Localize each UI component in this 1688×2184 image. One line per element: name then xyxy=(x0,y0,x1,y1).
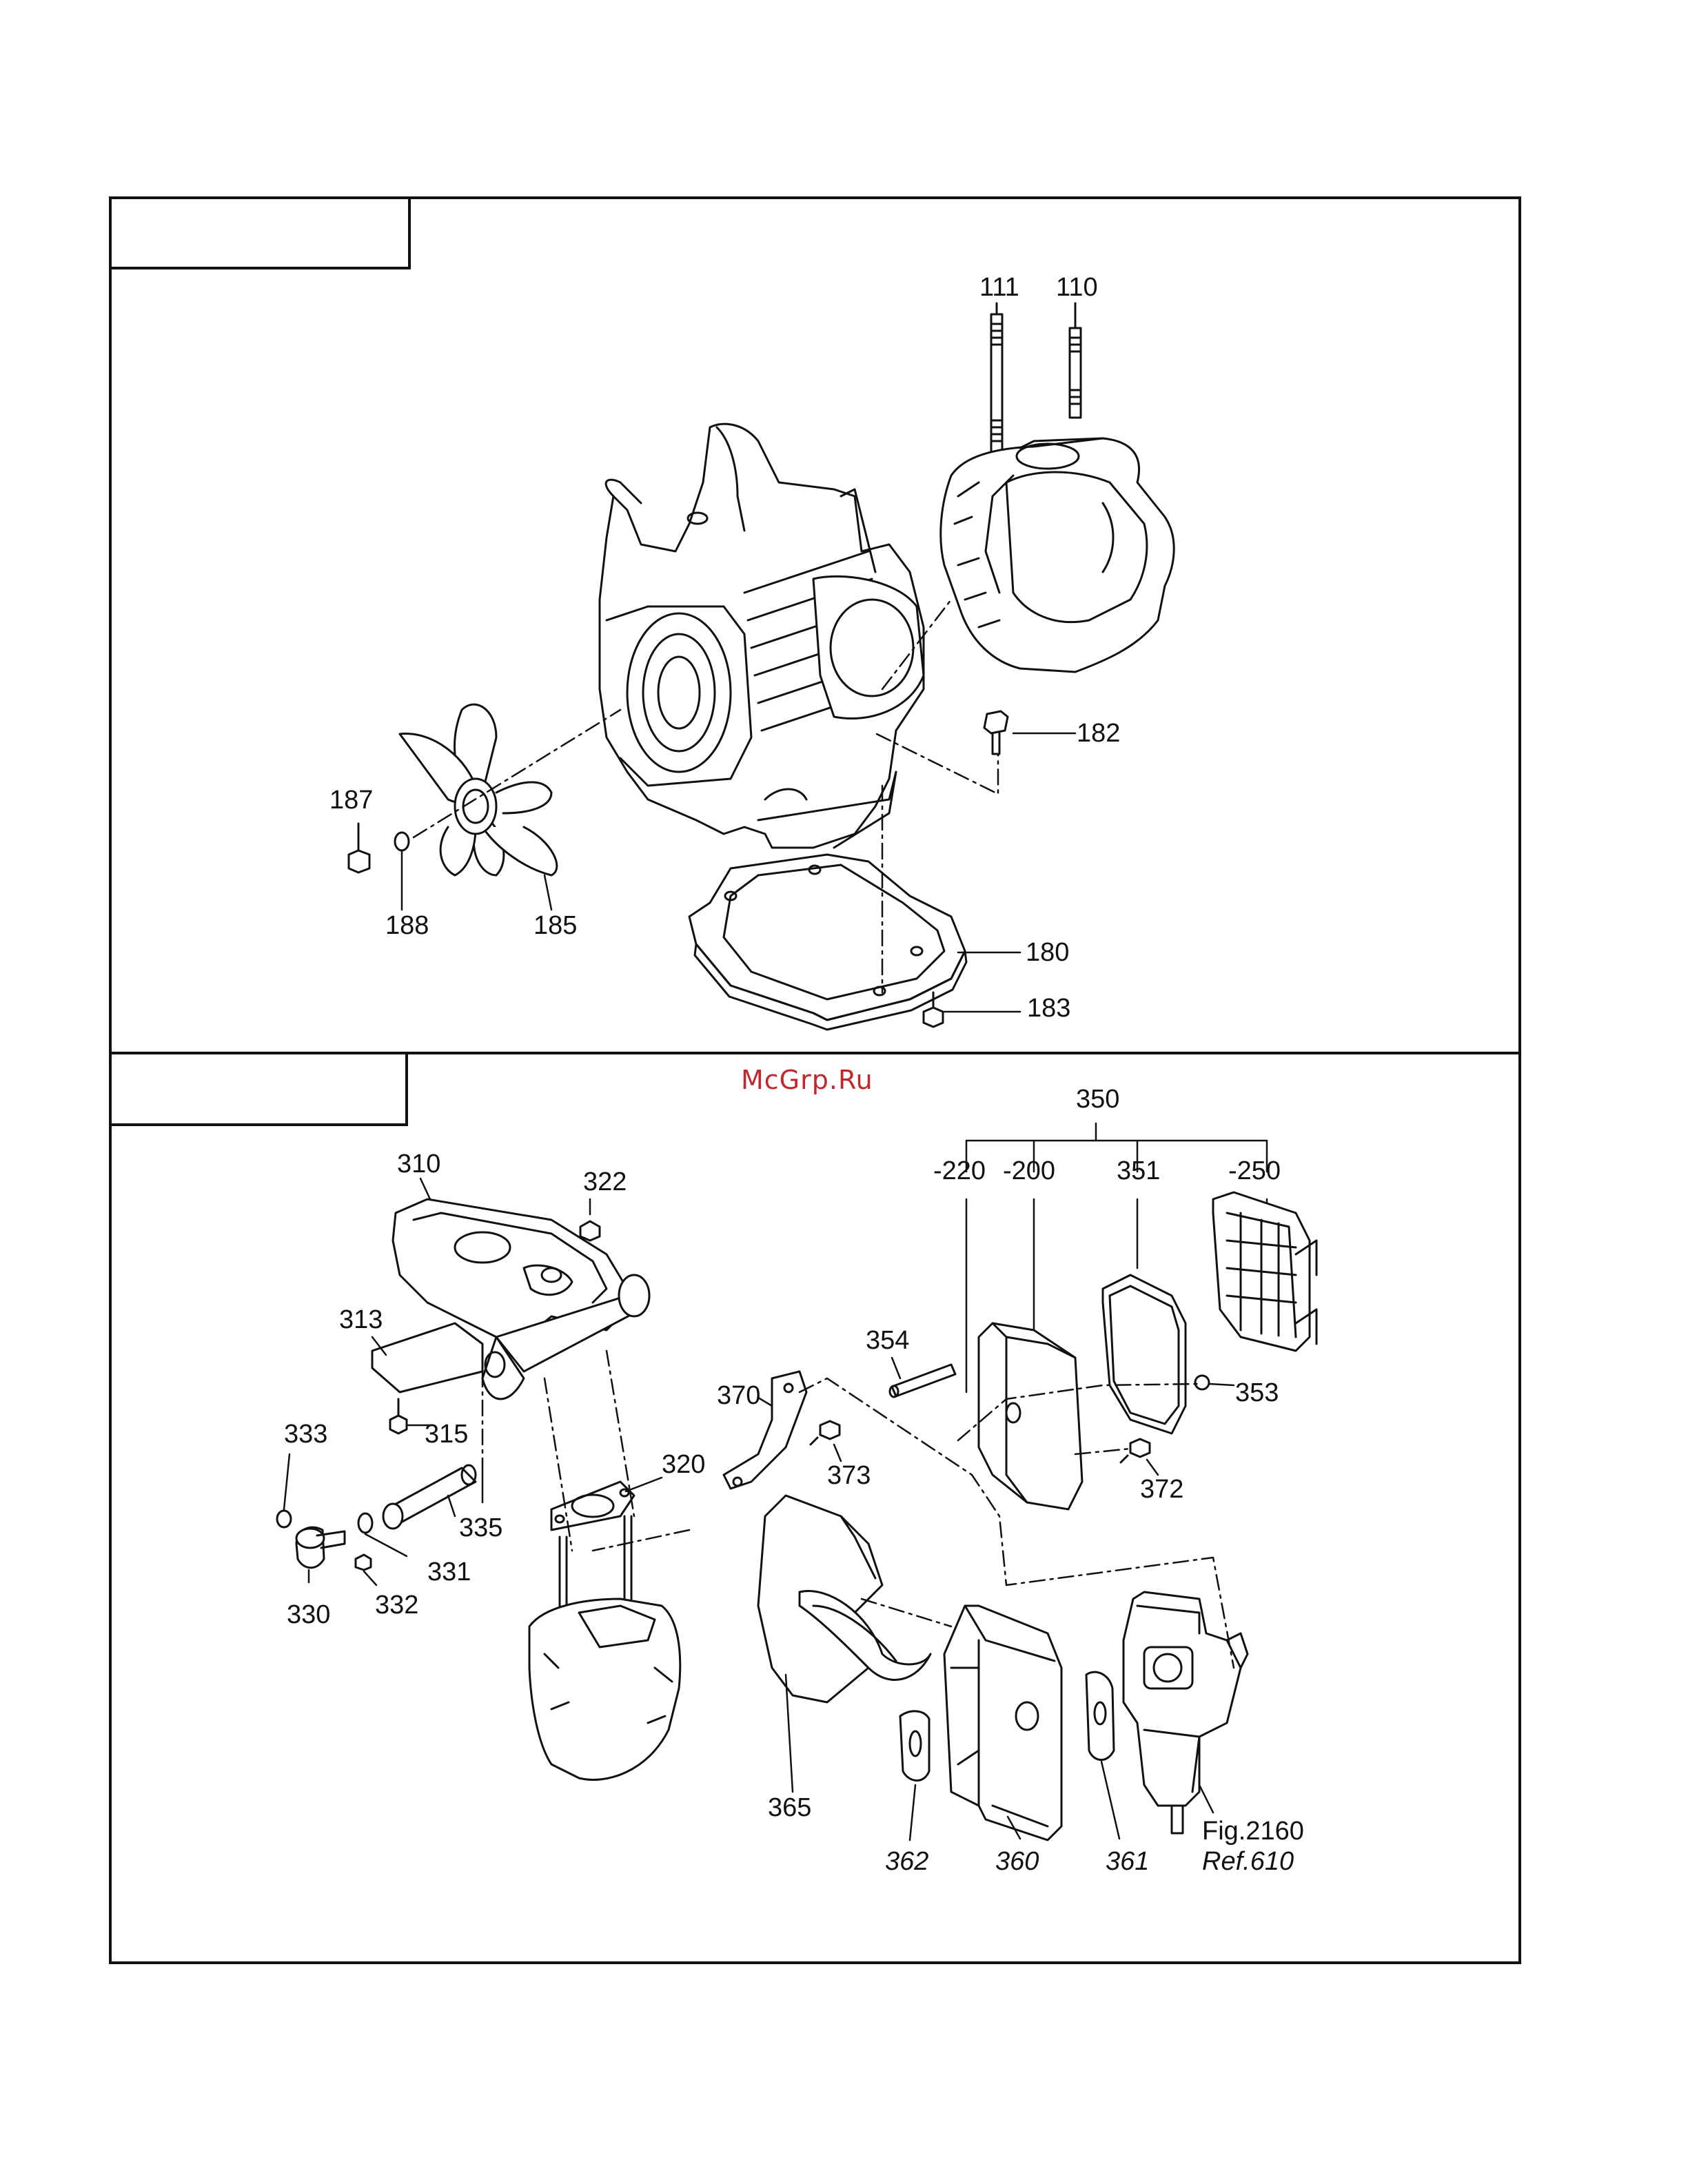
nut-353 xyxy=(1195,1376,1209,1389)
callout-351: 351 xyxy=(1117,1158,1160,1184)
callout-250: -250 xyxy=(1228,1158,1281,1184)
air-cleaner-base-360 xyxy=(944,1606,1061,1840)
bolt-372 xyxy=(1121,1439,1150,1462)
callout-330: 330 xyxy=(287,1602,330,1628)
gasket-361 xyxy=(1086,1672,1114,1759)
screw-332 xyxy=(356,1555,371,1570)
callout-350: 350 xyxy=(1076,1086,1119,1112)
callout-220: -220 xyxy=(933,1158,986,1184)
callout-111: 111 xyxy=(979,274,1019,300)
callout-322: 322 xyxy=(583,1169,627,1195)
air-duct-365 xyxy=(758,1496,931,1702)
air-cleaner-case-200 xyxy=(979,1323,1082,1509)
callout-361: 361 xyxy=(1106,1848,1149,1875)
callout-370: 370 xyxy=(717,1382,760,1409)
exhaust-studs xyxy=(560,1516,631,1606)
callout-360: 360 xyxy=(995,1848,1039,1875)
callout-354: 354 xyxy=(866,1327,909,1354)
callout-200: -200 xyxy=(1003,1158,1055,1184)
washer-331 xyxy=(358,1513,372,1533)
callout-310: 310 xyxy=(397,1151,440,1177)
callout-320: 320 xyxy=(662,1451,705,1478)
air-cleaner-cover-250 xyxy=(1213,1192,1316,1351)
callout-331: 331 xyxy=(427,1559,471,1585)
gasket-320 xyxy=(551,1482,634,1530)
callout-187: 187 xyxy=(329,787,373,813)
heat-shield-313 xyxy=(372,1323,482,1392)
callout-333: 333 xyxy=(284,1421,327,1447)
callout-180: 180 xyxy=(1026,939,1069,966)
gasket-362 xyxy=(900,1711,929,1781)
callout-183: 183 xyxy=(1027,995,1070,1021)
callout-188: 188 xyxy=(385,912,429,939)
air-filter-element-351 xyxy=(1103,1275,1186,1433)
callout-313: 313 xyxy=(339,1307,383,1333)
pin-354 xyxy=(890,1365,955,1397)
callout-332: 332 xyxy=(375,1592,418,1618)
clamp-330 xyxy=(296,1527,345,1568)
bolt-373 xyxy=(811,1421,840,1445)
callout-365: 365 xyxy=(768,1795,811,1821)
nut-322 xyxy=(580,1221,600,1241)
bolt-315 xyxy=(390,1399,407,1433)
washer-333 xyxy=(277,1511,291,1527)
callout-353: 353 xyxy=(1235,1380,1279,1406)
callout-110: 110 xyxy=(1056,274,1098,300)
callout-372: 372 xyxy=(1140,1476,1183,1502)
carburetor xyxy=(1123,1592,1248,1833)
callout-185: 185 xyxy=(533,912,577,939)
callout-362: 362 xyxy=(885,1848,928,1875)
callout-335: 335 xyxy=(459,1515,502,1541)
callout-373: 373 xyxy=(827,1462,871,1489)
figure-reference: Fig.2160 xyxy=(1202,1818,1304,1844)
callout-182: 182 xyxy=(1077,720,1120,746)
callout-315: 315 xyxy=(425,1421,468,1447)
cylinder-head-sketch xyxy=(529,1599,680,1779)
watermark-text: McGrp.Ru xyxy=(741,1065,873,1095)
reference-number: Ref.610 xyxy=(1202,1848,1294,1875)
